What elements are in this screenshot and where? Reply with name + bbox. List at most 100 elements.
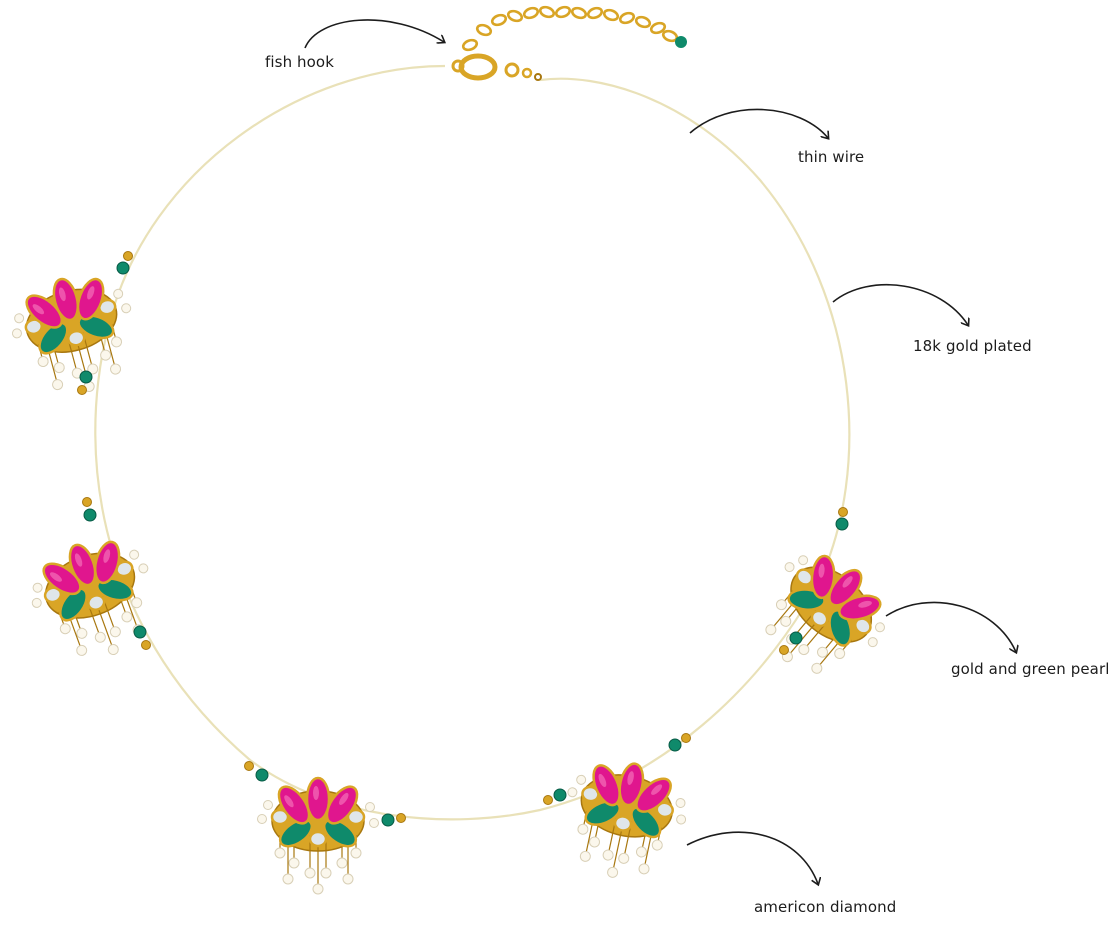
chain-link [506,9,524,23]
green-bead [79,370,93,384]
green-stone-petal [584,800,622,826]
pearl-drop [59,623,71,635]
green-bead [133,625,147,639]
stone-highlight [58,287,66,302]
gold-bead [244,761,254,771]
curved-arrow-icon [832,284,968,325]
kundan-stone [43,586,63,604]
pearl-drop [867,637,878,648]
curved-arrow-icon [689,108,828,138]
stone-highlight [313,786,319,800]
chain-link [586,6,604,20]
pearl-drop [257,814,267,824]
annotation-gold-plated: 18k gold plated [913,337,1032,355]
green-stone-petal [77,314,115,340]
chain-link [602,8,620,22]
gold-bead [82,497,92,507]
pearl-drop [602,849,614,861]
chain-link [461,38,479,52]
kundan-stone [67,329,86,347]
annotation-thin-wire: thin wire [798,148,865,166]
gold-bead [779,645,789,655]
gold-bead [123,251,133,261]
curved-arrow-icon [304,19,444,49]
pearl-drop [577,823,589,835]
pearl-drop [282,873,294,885]
kundan-stone [795,568,814,586]
pearl-drop [113,288,124,299]
pearl-drop [31,597,42,608]
pearl-drop [798,555,809,566]
lotus-pendant-bottom-left [257,776,379,895]
green-bead [789,631,803,645]
green-bead [83,508,97,522]
pearl-drop [32,582,43,593]
gold-bead [77,385,87,395]
stone-highlight [32,304,45,315]
curved-arrow-icon [686,831,818,884]
pearl-drop [110,363,122,375]
pearl-drop [579,850,591,862]
annotation-fish-hook: fish hook [265,53,334,71]
pearl-drop [607,866,619,878]
curved-arrow-icon [885,601,1016,652]
stone-highlight [598,773,607,788]
pearl-drop [87,363,99,375]
magenta-stone-petal [305,776,331,822]
stone-highlight [284,795,294,808]
green-stone-petal [630,806,662,839]
stone-highlight [49,572,62,582]
wire-loop [94,64,851,821]
magenta-stone-petal [618,762,645,807]
kundan-stone [270,808,290,826]
stone-highlight [87,286,95,300]
pearl-drop [817,646,829,658]
magenta-stone-petal [93,540,121,585]
chain-link [554,5,572,19]
pearl-drop [131,597,143,609]
lotus-pendant-right [765,554,885,674]
green-bead [116,261,130,275]
pearl-drop [350,847,362,859]
pearl-drop [263,800,273,810]
green-stone-petal [38,321,69,355]
pearl-drop [567,787,578,798]
pearl-drop [765,624,777,636]
chain-link [649,21,667,35]
green-bead [381,813,395,827]
lotus-pendant-left-upper [11,277,132,392]
gold-bead [838,507,848,517]
magenta-stone-petal [828,568,863,607]
green-bead [255,768,269,782]
stone-highlight [818,563,825,578]
pearl-drop [369,818,379,828]
pearl-drop [274,847,286,859]
pearl-drop [576,774,587,785]
pearl-drop [111,336,123,348]
stone-highlight [842,576,853,588]
pearl-drop [342,873,354,885]
chain-link [570,6,588,20]
kundan-stone [115,560,134,578]
chain-link [490,13,508,27]
chain-link [618,11,636,25]
fish-hook-clasp [451,53,542,81]
magenta-stone-petal [76,277,105,321]
magenta-stone-petal [810,554,836,600]
kundan-stone [655,801,674,819]
pearl-drop [618,852,630,864]
pearl-drop [834,648,846,660]
annotation-gold-green-pearl: gold and green pearl [951,660,1110,678]
chain-link [634,15,652,29]
pearl-drop [638,863,650,875]
pearl-drop [53,362,65,374]
gold-bead [681,733,691,743]
pearl-drop [811,662,823,674]
gold-bead [396,813,406,823]
pearl-drop [784,562,795,573]
pearl-drop [52,379,64,391]
stone-highlight [74,553,83,567]
gold-bead [543,795,553,805]
